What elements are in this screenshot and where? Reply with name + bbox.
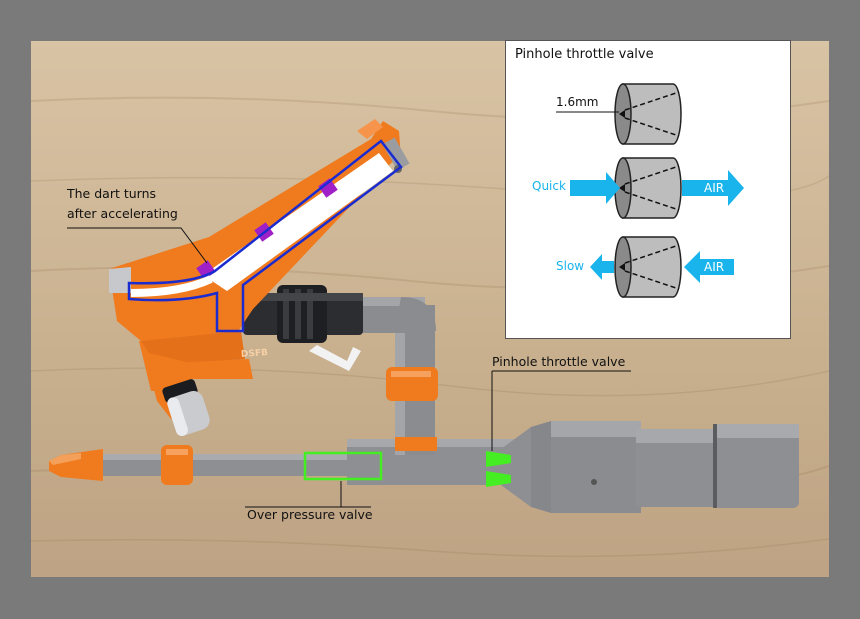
- lower-barrel: [49, 439, 527, 485]
- valve-cylinder-quick: [614, 157, 682, 219]
- leader-lines: [67, 227, 631, 508]
- dart-turns-label-2: after accelerating: [67, 206, 178, 221]
- slow-arrow-out: [590, 254, 614, 280]
- over-pressure-label: Over pressure valve: [247, 507, 373, 522]
- pinhole-diagram: Pinhole throttle valve 1.6mm Quick AIR S…: [505, 40, 791, 339]
- air-arrow-out: [682, 170, 744, 206]
- pinhole-size-label: 1.6mm: [556, 95, 599, 109]
- blaster-photo: [31, 96, 829, 558]
- quick-label: Quick: [532, 179, 566, 193]
- union-connector: [243, 285, 363, 343]
- air-label-slow: AIR: [704, 260, 725, 274]
- inset-title: Pinhole throttle valve: [515, 47, 654, 62]
- pinhole-valve-label: Pinhole throttle valve: [492, 354, 626, 369]
- valve-cylinder-top: [614, 83, 682, 145]
- air-label-quick: AIR: [704, 181, 725, 195]
- quick-arrow-in: [570, 172, 620, 204]
- dart-path-highlight: [127, 139, 403, 333]
- logo-text: DSFB: [240, 348, 269, 360]
- valve-diagram-svg: [556, 83, 744, 298]
- reducer-and-chamber: [501, 421, 799, 513]
- valve-cylinder-slow: [614, 236, 682, 298]
- dart-turns-label-1: The dart turns: [67, 186, 157, 201]
- vertical-pipe: [361, 297, 438, 455]
- slow-label: Slow: [556, 259, 585, 273]
- valve-highlights: [303, 451, 511, 487]
- air-arrow-in: [684, 251, 734, 283]
